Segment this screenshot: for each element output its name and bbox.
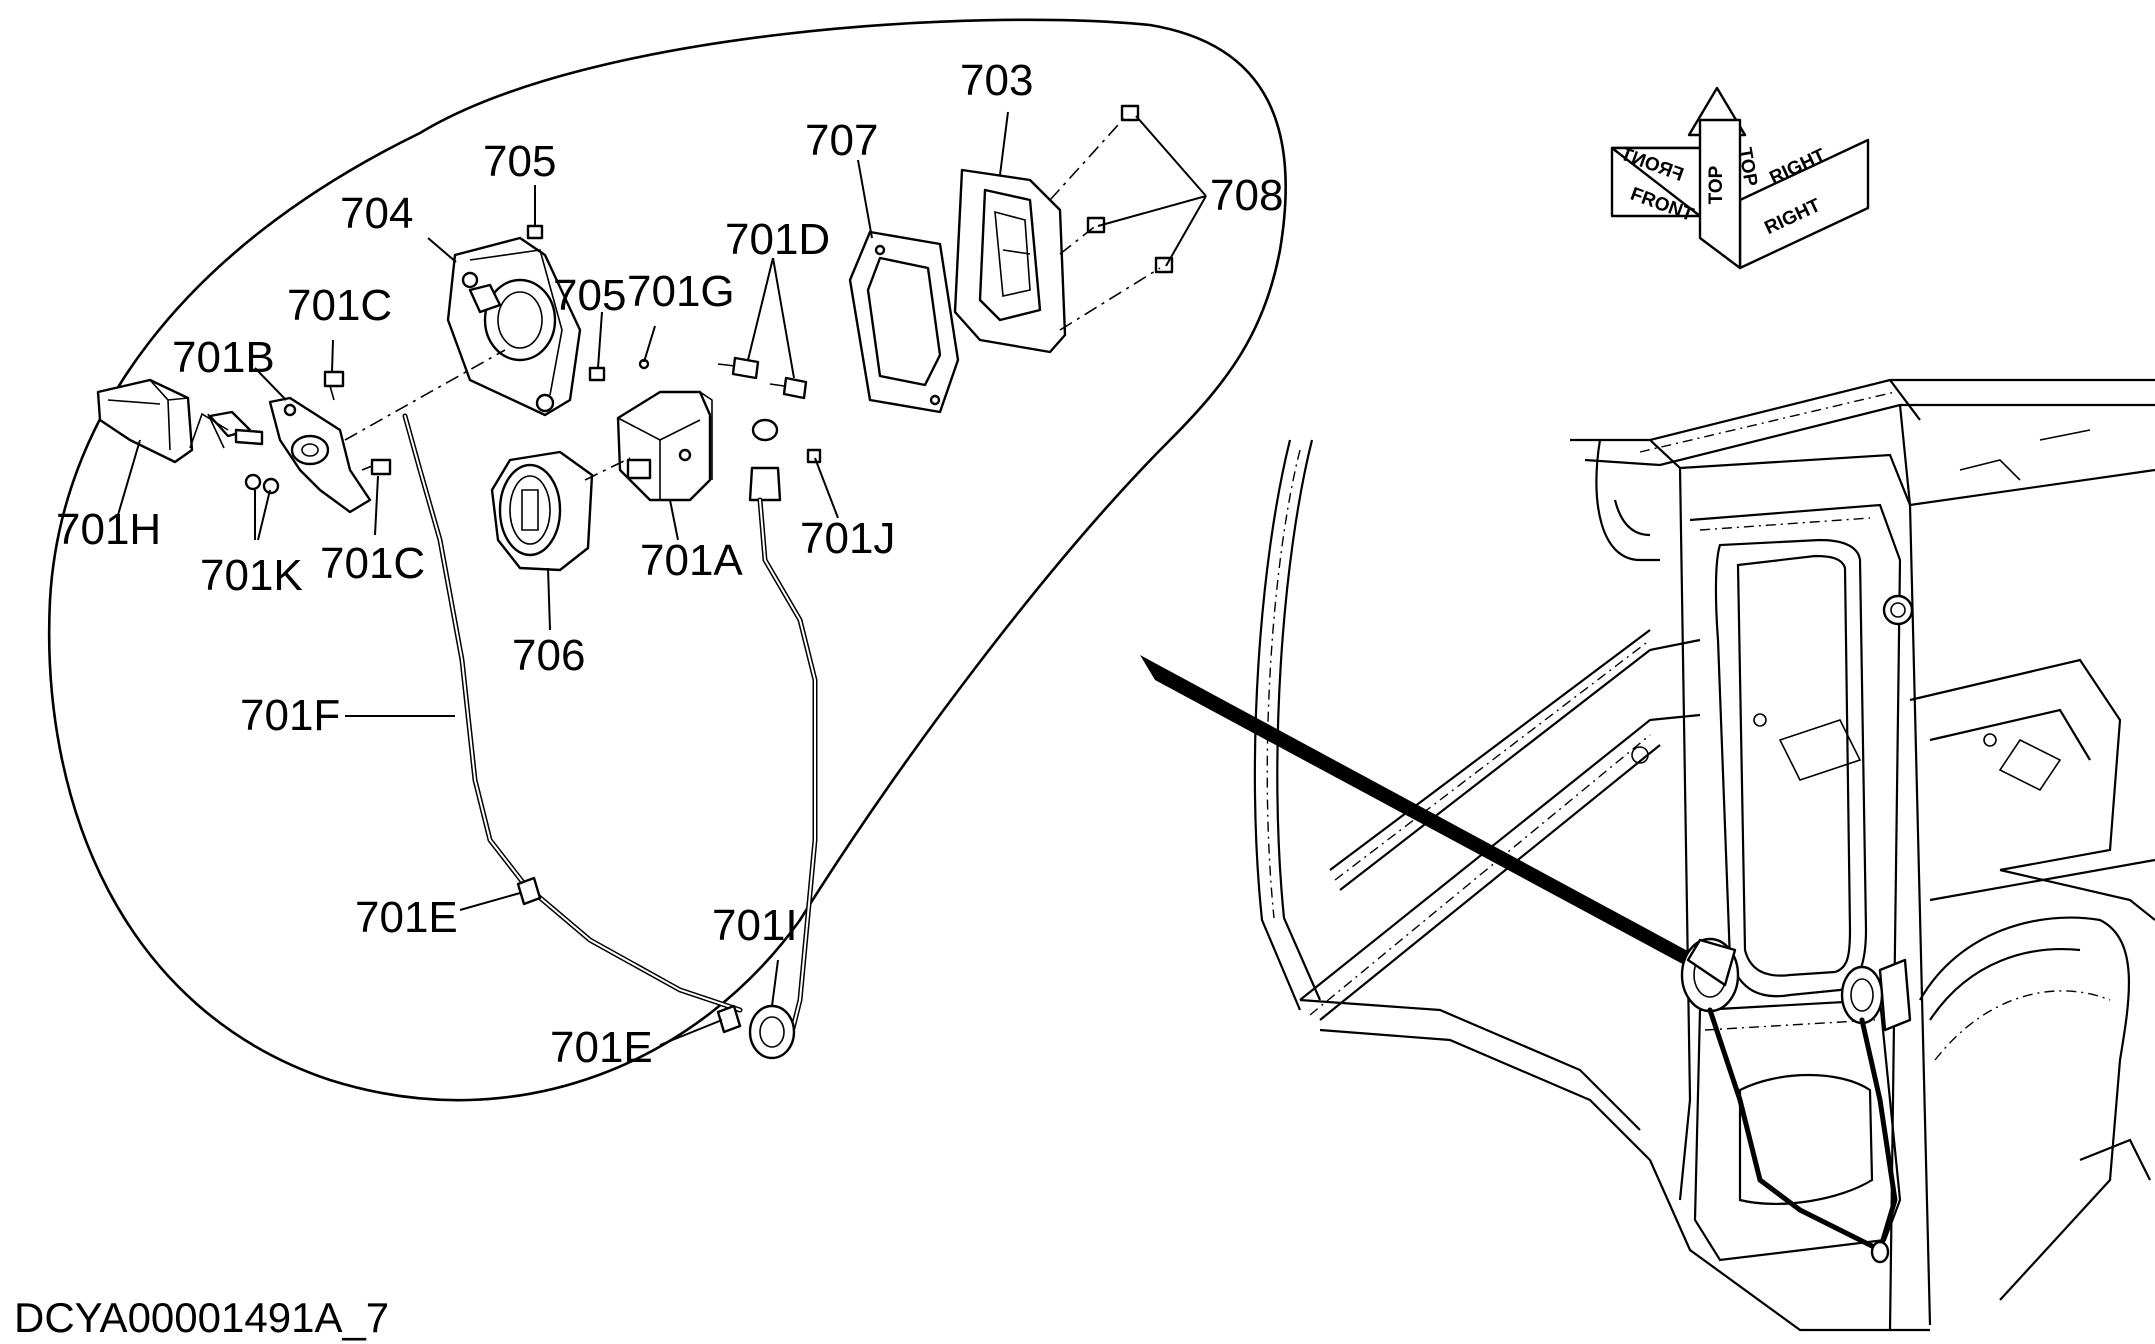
callout-pointer <box>1140 655 1697 968</box>
label-701I: 701I <box>712 901 798 950</box>
label-701A: 701A <box>640 536 743 585</box>
assembly-centerlines <box>344 113 1161 481</box>
part-703-housing <box>953 168 1067 354</box>
label-701F: 701F <box>240 691 340 740</box>
part-701C-screws <box>323 370 392 476</box>
part-704-cover <box>446 236 582 417</box>
label-708: 708 <box>1210 171 1283 220</box>
label-701D: 701D <box>725 215 830 264</box>
label-701K: 701K <box>200 551 303 600</box>
orientation-top-label: TOP <box>1706 165 1727 204</box>
label-701C-top: 701C <box>287 281 392 330</box>
label-703: 703 <box>960 56 1033 105</box>
part-701E-clips <box>516 876 742 1034</box>
part-707-gasket <box>848 230 960 414</box>
label-701H: 701H <box>56 505 161 554</box>
cab-assembly <box>1253 378 2155 1332</box>
label-705-top: 705 <box>483 137 556 186</box>
part-705-screws <box>526 224 606 382</box>
leader-lines <box>117 111 1207 1046</box>
label-701B: 701B <box>172 333 275 382</box>
label-706: 706 <box>512 631 585 680</box>
part-701H-handle <box>96 378 194 464</box>
part-701J-connector <box>748 418 822 502</box>
part-701D-bolts <box>638 356 808 400</box>
label-704: 704 <box>340 189 413 238</box>
label-705-mid: 705 <box>553 271 626 320</box>
part-701K-bracket <box>189 410 280 495</box>
label-701G: 701G <box>627 267 735 316</box>
drawing-id: DCYA00001491A_7 <box>14 1294 389 1341</box>
part-706-bezel <box>490 450 594 572</box>
detail-callout-outline <box>47 18 1287 1102</box>
label-701C-bottom: 701C <box>320 539 425 588</box>
label-707: 707 <box>805 116 878 165</box>
label-701E-upper: 701E <box>355 893 458 942</box>
part-701F-cable <box>402 413 743 1013</box>
orientation-indicator: FRONT FRONT TOP TOP RIGHT RIGHT <box>1610 86 1870 270</box>
part-701A-latch-body <box>616 390 713 502</box>
label-701E-lower: 701E <box>550 1023 653 1072</box>
part-701B-latch-plate <box>234 396 372 514</box>
label-701J: 701J <box>800 514 895 563</box>
part-708-screws <box>1086 104 1174 274</box>
part-701I-cable <box>748 497 818 1060</box>
